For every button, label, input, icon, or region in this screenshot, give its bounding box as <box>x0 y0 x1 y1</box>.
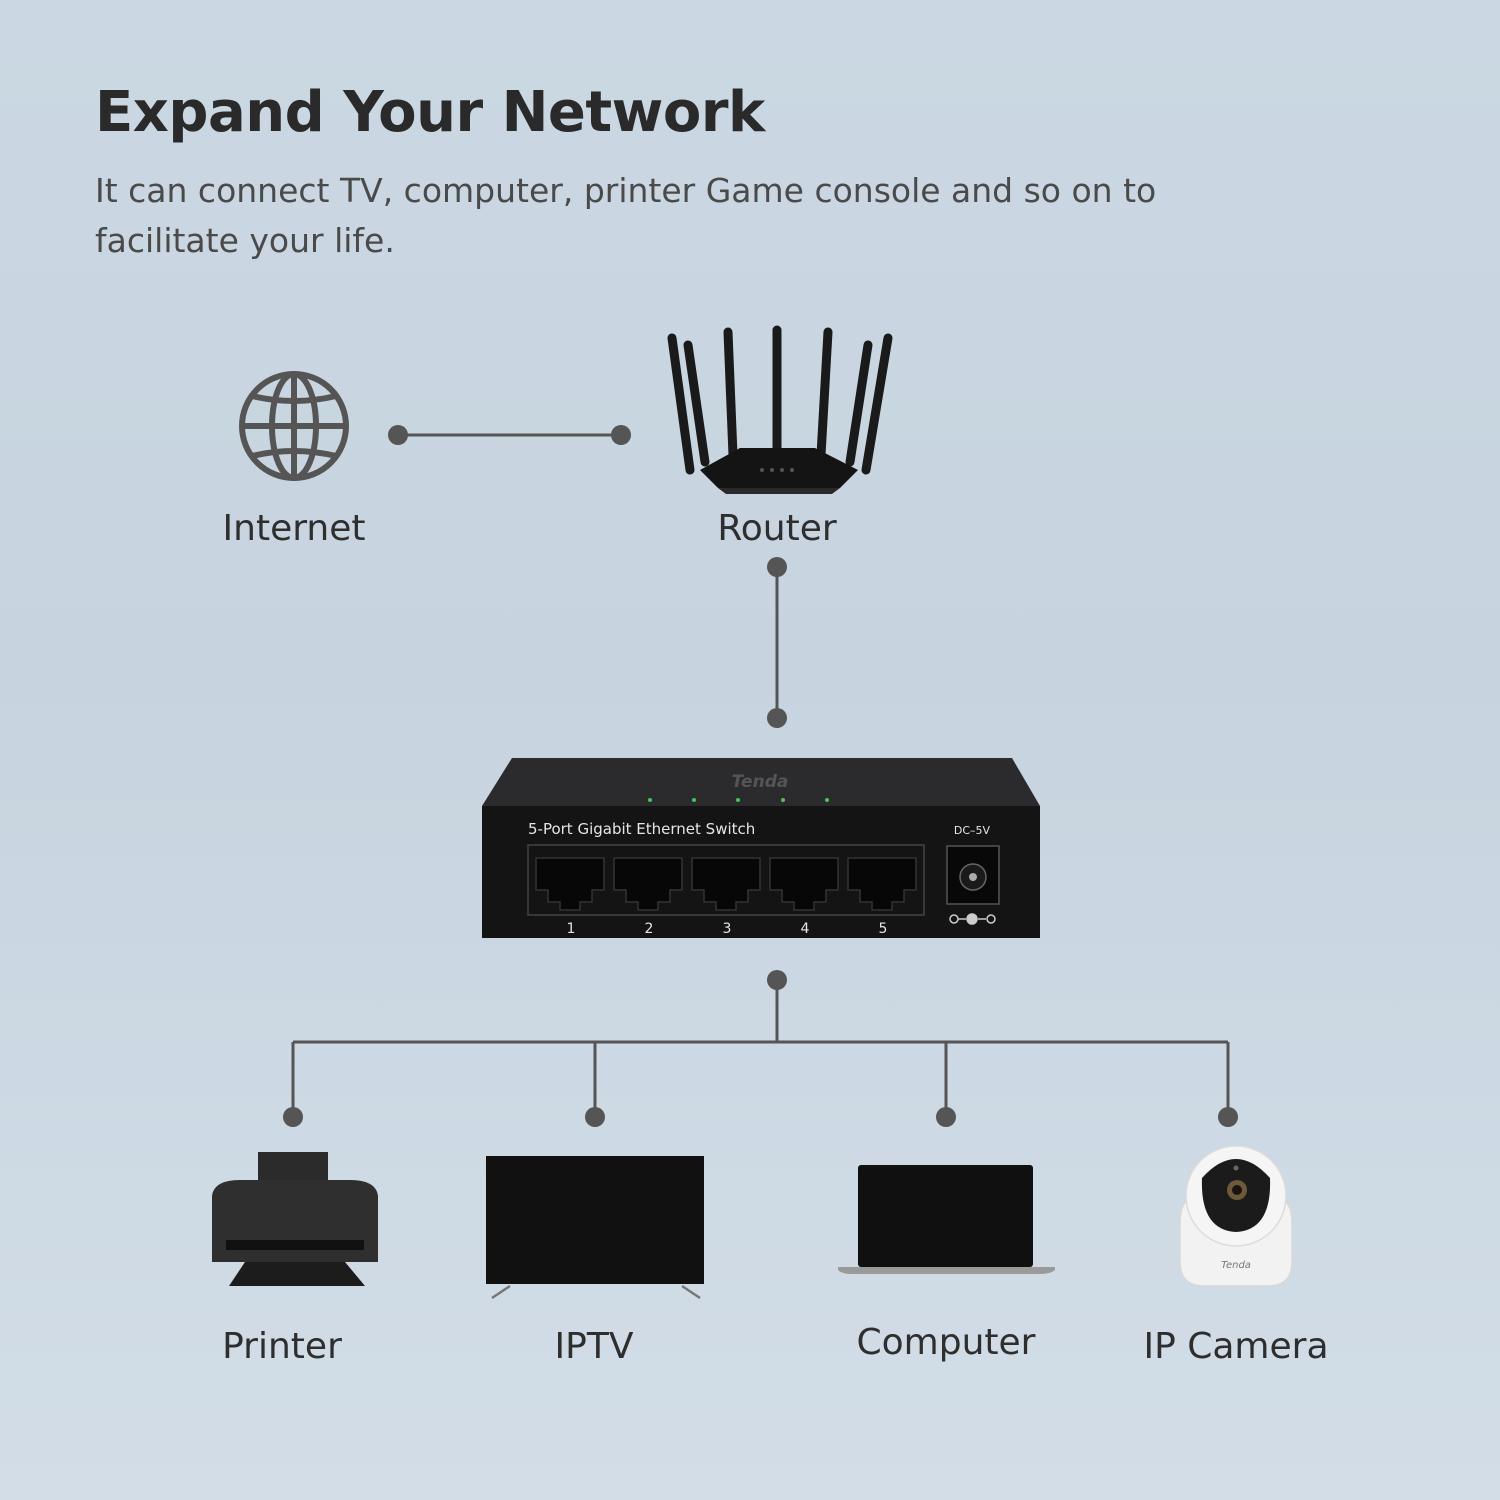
printer-label: Printer <box>222 1326 342 1367</box>
switch-device: Tenda 5-Port Gigabit Ethernet Switch DC–… <box>482 758 1040 938</box>
ethernet-port <box>613 857 683 911</box>
ethernet-port <box>847 857 917 911</box>
computer-label: Computer <box>856 1322 1036 1363</box>
switch-model-text: 5-Port Gigabit Ethernet Switch <box>528 820 755 838</box>
port-number: 1 <box>567 921 576 937</box>
connector-dots <box>283 425 1238 1127</box>
switch-port-numbers: 1 2 3 4 5 <box>567 921 888 937</box>
ethernet-port <box>535 857 605 911</box>
connector-dot <box>767 970 787 990</box>
port-number: 4 <box>801 921 810 937</box>
switch-port-group <box>535 857 917 911</box>
laptop-icon <box>838 1165 1055 1274</box>
port-number: 2 <box>645 921 654 937</box>
printer-icon <box>212 1152 378 1286</box>
connector-dot <box>388 425 408 445</box>
router-label: Router <box>717 508 837 549</box>
connector-lines <box>291 433 1230 1117</box>
port-number: 5 <box>879 921 888 937</box>
camera-brand-logo: Tenda <box>1221 1260 1251 1271</box>
tv-icon <box>486 1156 704 1300</box>
page-title: Expand Your Network <box>95 80 765 145</box>
switch-brand-logo: Tenda <box>732 772 789 792</box>
port-number: 3 <box>723 921 732 937</box>
router-icon <box>667 325 893 494</box>
iptv-label: IPTV <box>554 1326 634 1367</box>
connector-dot <box>767 708 787 728</box>
connector-dot <box>585 1107 605 1127</box>
switch-power-label: DC–5V <box>954 824 991 837</box>
globe-icon <box>239 371 349 481</box>
camera-icon: Tenda <box>1179 1145 1293 1287</box>
internet-label: Internet <box>222 508 366 549</box>
ip-camera-label: IP Camera <box>1143 1326 1329 1367</box>
page-subtitle: It can connect TV, computer, printer Gam… <box>95 171 1157 260</box>
connector-dot <box>1218 1107 1238 1127</box>
connector-dot <box>283 1107 303 1127</box>
connector-dot <box>767 557 787 577</box>
ethernet-port <box>691 857 761 911</box>
polarity-icon <box>949 913 996 925</box>
ethernet-port <box>769 857 839 911</box>
connector-dot <box>611 425 631 445</box>
connector-dot <box>936 1107 956 1127</box>
